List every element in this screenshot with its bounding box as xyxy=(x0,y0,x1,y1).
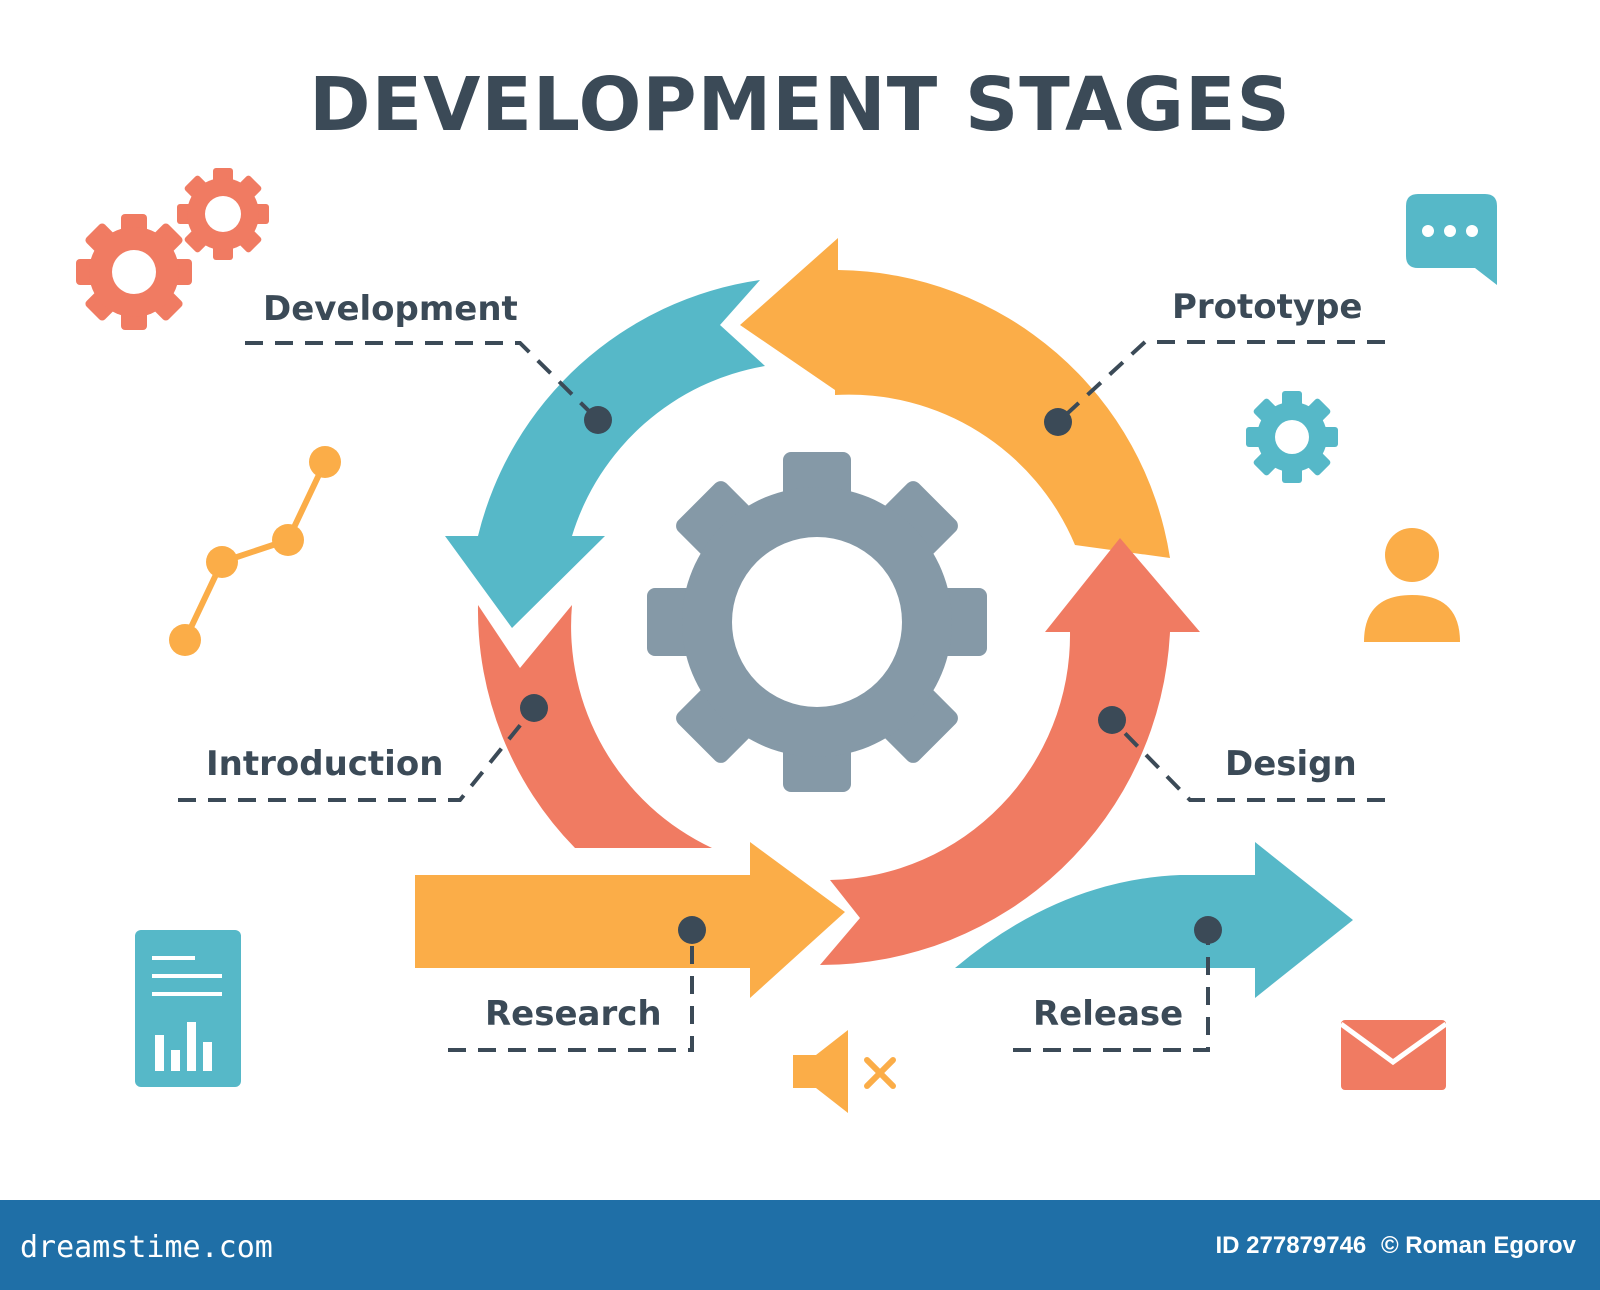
gears-icon xyxy=(76,168,269,330)
development-cycle-diagram: Development Prototype Introduction Desig… xyxy=(76,168,1497,1113)
prototype-dot xyxy=(1044,408,1072,436)
design-leader xyxy=(1110,718,1385,802)
research-dot xyxy=(678,916,706,944)
speaker-muted-icon xyxy=(793,1030,896,1113)
release-dot xyxy=(1194,916,1222,944)
development-dot xyxy=(584,406,612,434)
page-title: DEVELOPMENT STAGES xyxy=(309,62,1291,148)
central-gear-icon xyxy=(647,452,987,792)
stage-label-research: Research xyxy=(485,994,662,1034)
image-author: © Roman Egorov xyxy=(1380,1232,1576,1259)
release-leader xyxy=(1013,930,1210,1052)
mail-envelope-icon xyxy=(1339,1020,1448,1090)
introduction-arrow xyxy=(477,605,712,848)
design-dot xyxy=(1098,706,1126,734)
research-leader xyxy=(448,930,694,1052)
settings-gear-icon xyxy=(1246,391,1338,483)
chat-bubble-icon xyxy=(1406,194,1497,285)
stage-label-introduction: Introduction xyxy=(206,744,443,784)
release-arrow xyxy=(955,842,1353,998)
introduction-leader xyxy=(178,706,536,802)
image-credit: ID 277879746 © Roman Egorov xyxy=(1207,1232,1576,1260)
development-leader xyxy=(245,341,600,422)
development-arrow xyxy=(445,280,765,628)
research-arrow xyxy=(415,842,845,998)
stage-label-development: Development xyxy=(263,289,518,329)
stage-label-release: Release xyxy=(1033,994,1183,1034)
prototype-arrow xyxy=(740,238,1170,558)
image-id: ID 277879746 xyxy=(1215,1232,1367,1259)
user-icon xyxy=(1364,528,1460,642)
watermark-footer: dreamstime.com ID 277879746 © Roman Egor… xyxy=(0,1200,1600,1290)
watermark-site: dreamstime.com xyxy=(20,1230,273,1265)
report-document-icon xyxy=(135,930,241,1087)
introduction-dot xyxy=(520,694,548,722)
stage-label-design: Design xyxy=(1225,744,1357,784)
prototype-leader xyxy=(1056,340,1385,424)
design-arrow xyxy=(820,538,1200,966)
stage-label-prototype: Prototype xyxy=(1172,287,1362,327)
line-chart-icon xyxy=(169,446,341,656)
